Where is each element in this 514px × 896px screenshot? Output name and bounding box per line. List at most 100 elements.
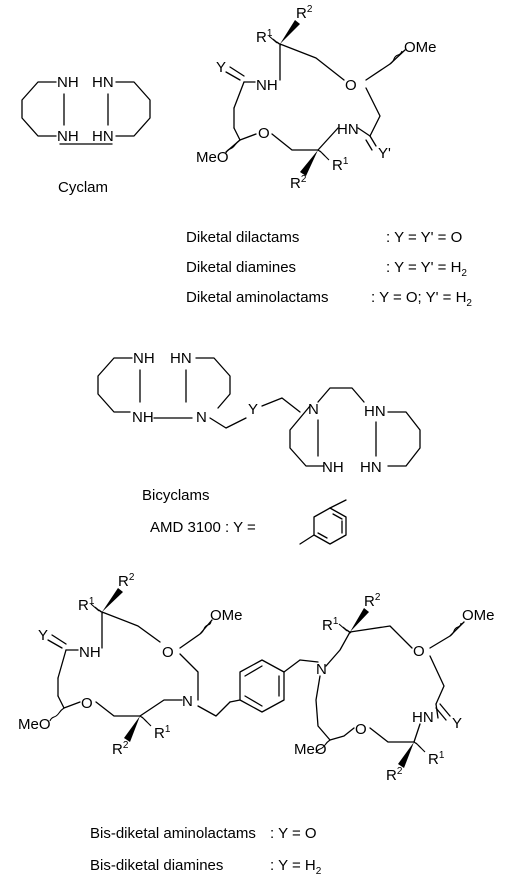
diketal-bond-cy-eq2 — [229, 66, 245, 77]
bis-r1-a: R1 — [78, 596, 95, 614]
diketal-o-top: O — [345, 77, 357, 94]
diketal-hash-r1-bot — [317, 149, 330, 161]
bis-r2-a: R2 — [118, 572, 135, 590]
diketal-bond-cy — [233, 81, 245, 109]
bis-wedge-r2-d — [398, 742, 414, 768]
bicyclam-right-outer-left — [289, 405, 325, 467]
diketal-bond-hn — [317, 127, 339, 151]
cyclam-caption: Cyclam — [58, 179, 108, 196]
bis-right-wavy-meo — [315, 739, 331, 754]
diketal-wavy-ome-top — [389, 50, 403, 65]
bis-y-a: Y — [38, 627, 48, 644]
diketal-y: Y — [216, 59, 226, 76]
diketal-structure: R2 R1 Y NH O OMe O HN Y' MeO R2 R1 — [196, 4, 437, 192]
bis-diketal-structure: R2 R1 Y NH O OMe MeO O N R2 R1 R2 R1 N O… — [18, 572, 495, 784]
bis-left-wavy-meo — [49, 707, 65, 722]
bis-r1-b: R1 — [154, 724, 171, 742]
bicyclam-caption: Bicyclams — [142, 487, 210, 504]
bis-r2-d: R2 — [386, 766, 403, 784]
bis-r1-c: R1 — [322, 616, 339, 634]
bis-left-bottom-a — [57, 695, 81, 709]
bis-y-b: Y — [452, 715, 462, 732]
def-diamines-eq: : Y = Y' = H2 — [386, 259, 467, 279]
bis-left-right — [179, 653, 199, 701]
diketal-r2-bottom: R2 — [290, 174, 307, 192]
bis-right-hn — [413, 723, 421, 743]
bis-n-a: N — [182, 693, 193, 710]
cyclam-bonds-right — [115, 81, 151, 137]
diketal-o-bottom: O — [258, 125, 270, 142]
def-dilactams-eq: : Y = Y' = O — [386, 229, 462, 246]
cyclam-hn-top-right: HN — [92, 74, 114, 91]
bis-left-bottom-b — [95, 701, 141, 717]
def-bis-diamines-eq: : Y = H2 — [270, 857, 322, 877]
bis-n-b: N — [316, 661, 327, 678]
bicyclam-hn-c: HN — [360, 459, 382, 476]
diketal-r1-bottom: R1 — [332, 156, 349, 174]
def-bis-aminolactams-eq: : Y = O — [270, 825, 317, 842]
bis-right-cy2 — [435, 707, 447, 721]
bis-left-wavy-ome — [199, 620, 212, 635]
bis-r1-d: R1 — [428, 750, 445, 768]
def-bis-diamines-name: Bis-diketal diamines — [90, 857, 223, 874]
bis-hash-r1-a — [90, 603, 104, 614]
bis-wedge-r2-a — [102, 588, 123, 612]
diketal-bonds-upper — [279, 43, 345, 81]
bis-right-hn-co — [435, 703, 439, 719]
bicyclam-n-b: N — [308, 401, 319, 418]
diketal-y-prime: Y' — [378, 145, 391, 162]
bis-right-n-up — [325, 631, 351, 667]
def-bis-aminolactams-name: Bis-diketal aminolactams — [90, 825, 256, 842]
def-diamines-name: Diketal diamines — [186, 259, 296, 276]
bis-right-n-down — [315, 675, 331, 741]
diketal-bonds-lower-left — [233, 127, 257, 141]
bicyclam-linker-left — [209, 417, 247, 429]
bis-benzene-ring — [229, 659, 319, 713]
bis-right-cy — [439, 703, 451, 717]
bis-o-d: O — [355, 721, 367, 738]
bis-left-cy-eq2 — [51, 634, 67, 645]
diketal-bond-cy-eq — [225, 71, 241, 81]
bis-wedge-r2-b — [124, 716, 140, 742]
p-xylylene-icon — [299, 499, 347, 545]
bis-right-ome — [429, 621, 465, 649]
def-aminolactams-name: Diketal aminolactams — [186, 289, 329, 306]
diketal-bond-cy2b — [365, 139, 373, 151]
bicyclam-right-top — [317, 387, 365, 403]
bicyclam-n-a: N — [196, 409, 207, 426]
bis-right-wavy-ome — [449, 622, 462, 637]
diketal-bonds-right — [365, 87, 381, 137]
def-dilactams-name: Diketal dilactams — [186, 229, 299, 246]
diketal-hash-r1-top — [268, 35, 282, 46]
bis-hn-d: HN — [412, 709, 434, 726]
bis-left-cy-eq — [47, 639, 63, 649]
bis-left-cy — [57, 649, 67, 679]
bicyclam-hn-a: HN — [170, 350, 192, 367]
bicyclam-nh-b: NH — [132, 409, 154, 426]
diketal-r1-top: R1 — [256, 28, 273, 46]
bicyclam-right-outer-right — [387, 411, 421, 467]
bis-right-top — [349, 625, 413, 649]
bis-right-bottom-a — [329, 727, 355, 741]
bis-meo-b: MeO — [294, 741, 327, 758]
bicyclam-structure: NH HN NH N Y N HN NH HN Bicyclams AMD 31… — [97, 350, 421, 545]
bis-o-a: O — [162, 644, 174, 661]
bis-right-bottom-b — [369, 727, 415, 743]
bicyclam-y: Y — [248, 401, 258, 418]
cyclam-nh-top-left: NH — [57, 74, 79, 91]
bicyclam-hn-b: HN — [364, 403, 386, 420]
bis-hash-r1-c — [338, 623, 352, 634]
diketal-wedge-r2-bot — [300, 150, 318, 176]
bis-left-ome — [179, 619, 213, 649]
bis-ome-c: OMe — [462, 607, 495, 624]
bis-hash-r1-b — [139, 715, 152, 727]
diketal-ome-top: OMe — [404, 39, 437, 56]
amd3100-label: AMD 3100 : Y = — [150, 519, 256, 536]
bis-hash-r1-d — [413, 741, 426, 753]
bis-o-b: O — [81, 695, 93, 712]
bis-o-c: O — [413, 643, 425, 660]
diketal-nh: NH — [256, 77, 278, 94]
bicyclam-linker-right — [261, 397, 301, 413]
bicyclam-nh-c: NH — [322, 459, 344, 476]
